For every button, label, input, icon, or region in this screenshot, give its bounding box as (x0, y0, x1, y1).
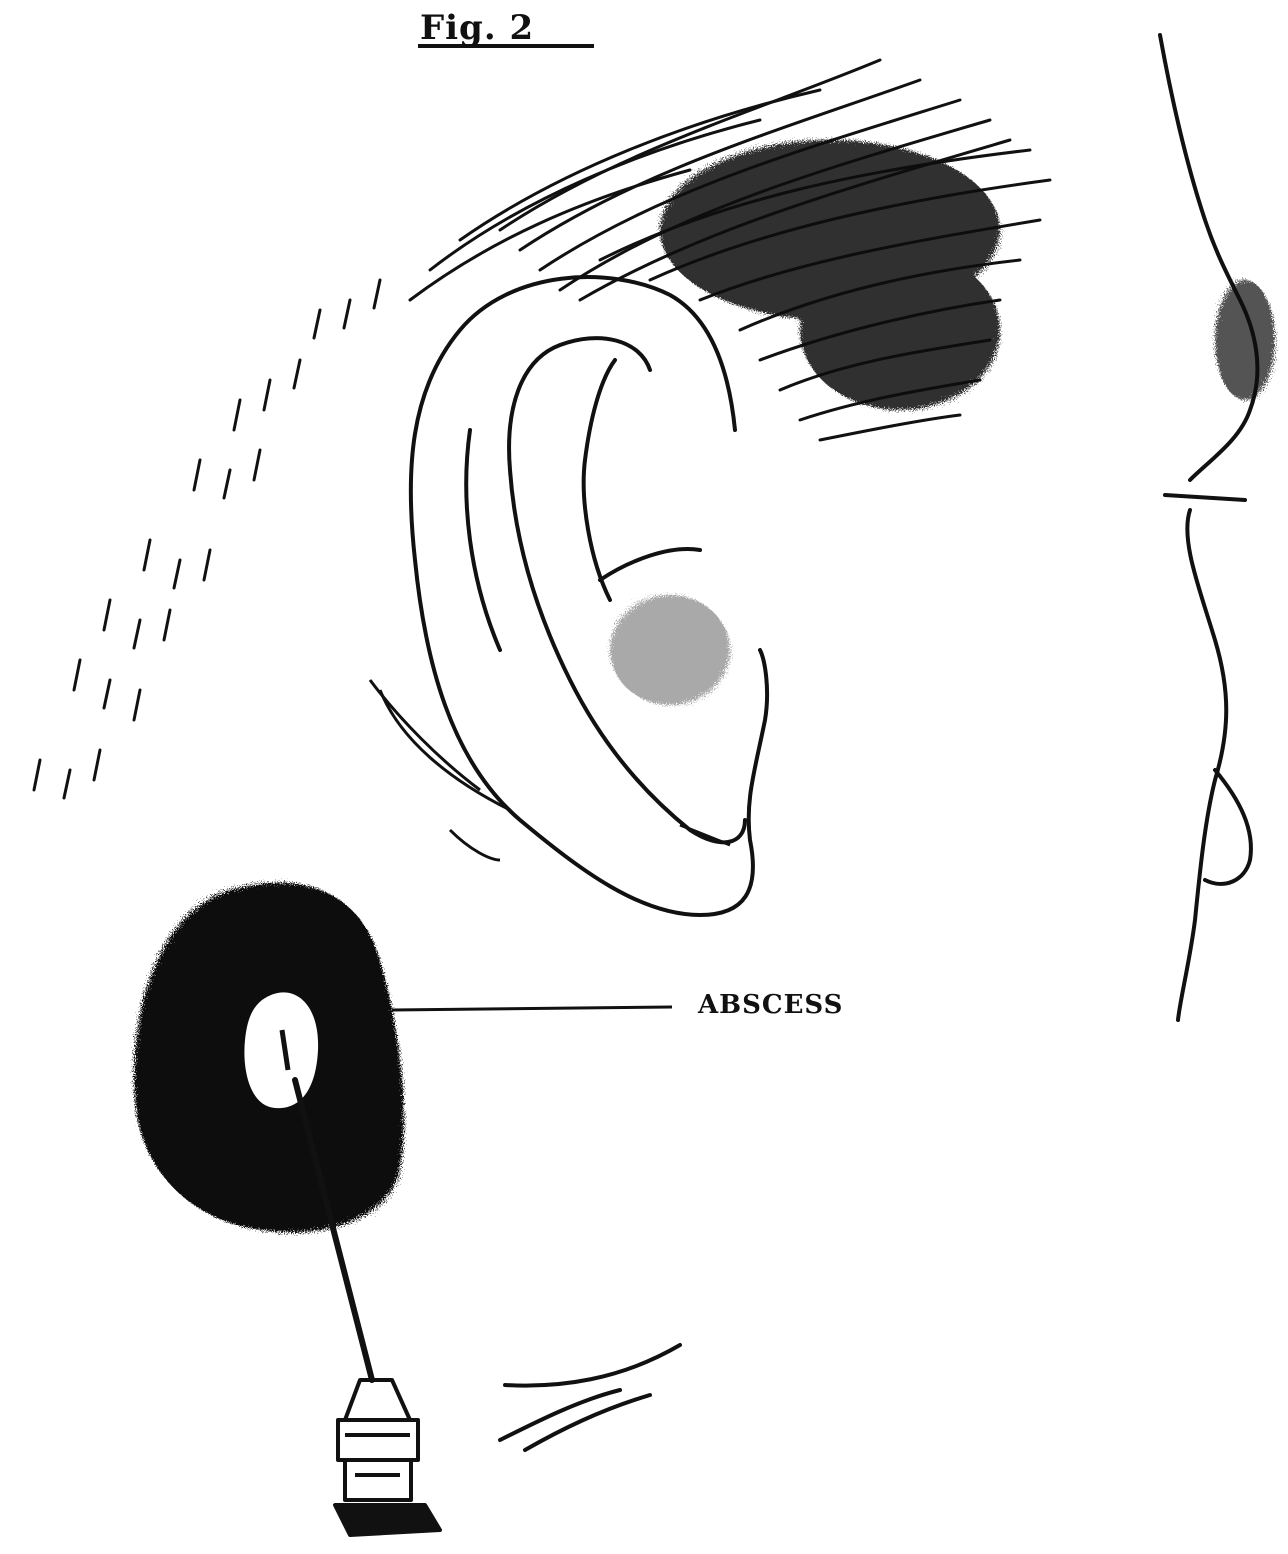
figure-title: Fig. 2 (420, 8, 534, 48)
nostril-lip-shading (1215, 280, 1275, 400)
jaw-strokes (500, 1345, 680, 1450)
ear-outline (411, 277, 767, 915)
title-underline (418, 44, 594, 48)
stubble-strokes (34, 280, 380, 798)
abscess-center (244, 992, 318, 1108)
hair-dense (660, 140, 1000, 410)
abscess (134, 883, 404, 1233)
face-profile (1160, 35, 1257, 1020)
abscess-label: ABSCESS (698, 990, 843, 1020)
callout-line (392, 1007, 672, 1010)
ear-detail-strokes (370, 680, 730, 860)
ear-canal-shading (610, 595, 730, 705)
syringe-hub (335, 1380, 440, 1535)
